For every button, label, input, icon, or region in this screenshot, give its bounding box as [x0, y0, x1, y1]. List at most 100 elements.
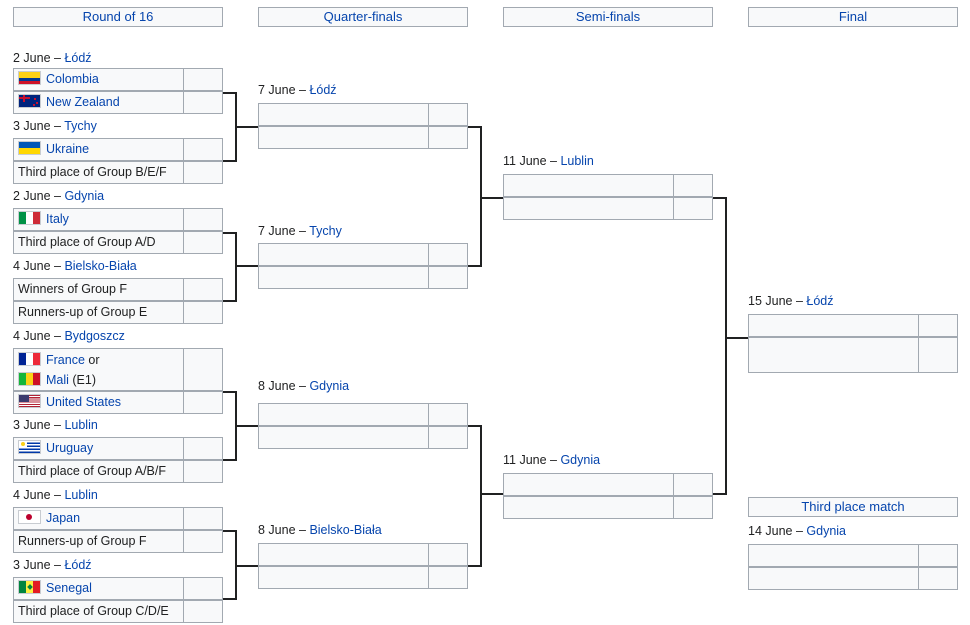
mali-flag-icon: [18, 372, 41, 386]
r16-match-8-date: 3 June – Łódź: [13, 558, 92, 572]
r16-match-2-date: 3 June – Tychy: [13, 119, 97, 133]
qf-match-2-score-2: [428, 266, 468, 289]
venue-link[interactable]: Tychy: [309, 224, 342, 238]
venue-link[interactable]: Łódź: [806, 294, 834, 308]
qf-match-2-score-1: [428, 243, 468, 266]
sf-match-2-score-2: [673, 496, 713, 519]
r16-match-6-team-2: Third place of Group A/B/F: [13, 460, 184, 483]
r16-match-2-team-2: Third place of Group B/E/F: [13, 161, 184, 184]
sf-match-2-team-1: [503, 473, 674, 496]
new-zealand-flag-icon: [18, 94, 41, 108]
france-flag-icon: [18, 352, 41, 366]
team-link[interactable]: France: [46, 353, 85, 367]
third-place-score-2: [918, 567, 958, 590]
final-score-2: [918, 337, 958, 373]
sf-match-1-score-1: [673, 174, 713, 197]
venue-link[interactable]: Bielsko-Biała: [309, 523, 382, 537]
r16-match-5-team-2: United States: [13, 391, 184, 414]
r16-match-1-score-2: [183, 91, 223, 114]
r16-match-4-team-2: Runners-up of Group E: [13, 301, 184, 324]
bracket-connector: [468, 265, 481, 267]
r16-match-3-team-1: Italy: [13, 208, 184, 231]
bracket-connector: [725, 337, 748, 339]
bracket-connector: [223, 391, 236, 393]
venue-link[interactable]: Łódź: [309, 83, 337, 97]
r16-match-8-score-2: [183, 600, 223, 623]
bracket-connector: [713, 493, 726, 495]
bracket-connector: [468, 565, 481, 567]
venue-link[interactable]: Lublin: [560, 154, 594, 168]
qf-match-4-team-1: [258, 543, 429, 566]
r16-match-3-score-1: [183, 208, 223, 231]
bracket-connector: [223, 160, 236, 162]
team-link[interactable]: Senegal: [46, 581, 92, 595]
r16-match-7-score-2: [183, 530, 223, 553]
venue-link[interactable]: Bydgoszcz: [64, 329, 125, 343]
r16-match-4-score-2: [183, 301, 223, 324]
senegal-flag-icon: [18, 580, 41, 594]
bracket-connector: [223, 232, 236, 234]
team-link[interactable]: Mali: [46, 373, 69, 387]
final-team-1: [748, 314, 919, 337]
qf-match-1-team-1: [258, 103, 429, 126]
qf-match-1-team-2: [258, 126, 429, 149]
qf-match-2-team-2: [258, 266, 429, 289]
bracket-connector: [235, 232, 237, 302]
bracket-connector: [480, 126, 482, 267]
r16-match-6-score-1: [183, 437, 223, 460]
venue-link[interactable]: Gdynia: [309, 379, 350, 393]
team-link[interactable]: Uruguay: [46, 441, 94, 455]
sf-match-1-date: 11 June – Lublin: [503, 154, 594, 168]
venue-link[interactable]: Gdynia: [806, 524, 846, 538]
r16-match-1-date: 2 June – Łódź: [13, 51, 92, 65]
r16-match-8-score-1: [183, 577, 223, 600]
bracket-connector: [235, 565, 258, 567]
venue-link[interactable]: Gdynia: [560, 453, 601, 467]
bracket-connector: [468, 425, 481, 427]
japan-flag-icon: [18, 510, 41, 524]
venue-link[interactable]: Łódź: [64, 51, 92, 65]
bracket-connector: [235, 265, 258, 267]
team-link[interactable]: United States: [46, 395, 122, 409]
r16-match-6-score-2: [183, 460, 223, 483]
r16-match-5-date: 4 June – Bydgoszcz: [13, 329, 125, 343]
qf-match-4-score-1: [428, 543, 468, 566]
bracket-connector: [480, 425, 482, 567]
qf-match-3-date: 8 June – Gdynia: [258, 379, 350, 393]
team-link[interactable]: Ukraine: [46, 142, 90, 156]
bracket-connector: [468, 126, 481, 128]
sf-match-1-team-2: [503, 197, 674, 220]
team-link[interactable]: Japan: [46, 511, 81, 525]
venue-link[interactable]: Tychy: [64, 119, 97, 133]
team-link[interactable]: Colombia: [46, 72, 99, 86]
qf-match-4-score-2: [428, 566, 468, 589]
r16-match-1-team-2: New Zealand: [13, 91, 184, 114]
r16-match-2-score-1: [183, 138, 223, 161]
venue-link[interactable]: Bielsko-Biała: [64, 259, 137, 273]
qf-match-3-team-2: [258, 426, 429, 449]
qf-match-3-team-1: [258, 403, 429, 426]
sf-match-2-team-2: [503, 496, 674, 519]
bracket-connector: [235, 425, 258, 427]
venue-link[interactable]: Lublin: [64, 418, 98, 432]
bracket-connector: [480, 493, 503, 495]
r16-match-1-score-1: [183, 68, 223, 91]
qf-match-3-score-2: [428, 426, 468, 449]
colombia-flag-icon: [18, 71, 41, 85]
qf-match-2-date: 7 June – Tychy: [258, 224, 342, 238]
sf-match-1-team-1: [503, 174, 674, 197]
sf-match-1-score-2: [673, 197, 713, 220]
team-link[interactable]: New Zealand: [46, 95, 120, 109]
venue-link[interactable]: Łódź: [64, 558, 92, 572]
venue-link[interactable]: Gdynia: [64, 189, 105, 203]
team-link[interactable]: Italy: [46, 212, 69, 226]
qf-match-1-date: 7 June – Łódź: [258, 83, 337, 97]
venue-link[interactable]: Lublin: [64, 488, 98, 502]
third-place-team-1: [748, 544, 919, 567]
quarter-finals-header: Quarter-finals: [258, 7, 468, 27]
final-date: 15 June – Łódź: [748, 294, 834, 308]
bracket-connector: [223, 459, 236, 461]
r16-match-2-score-2: [183, 161, 223, 184]
third-place-header: Third place match: [748, 497, 958, 517]
r16-match-6-date: 3 June – Lublin: [13, 418, 98, 432]
